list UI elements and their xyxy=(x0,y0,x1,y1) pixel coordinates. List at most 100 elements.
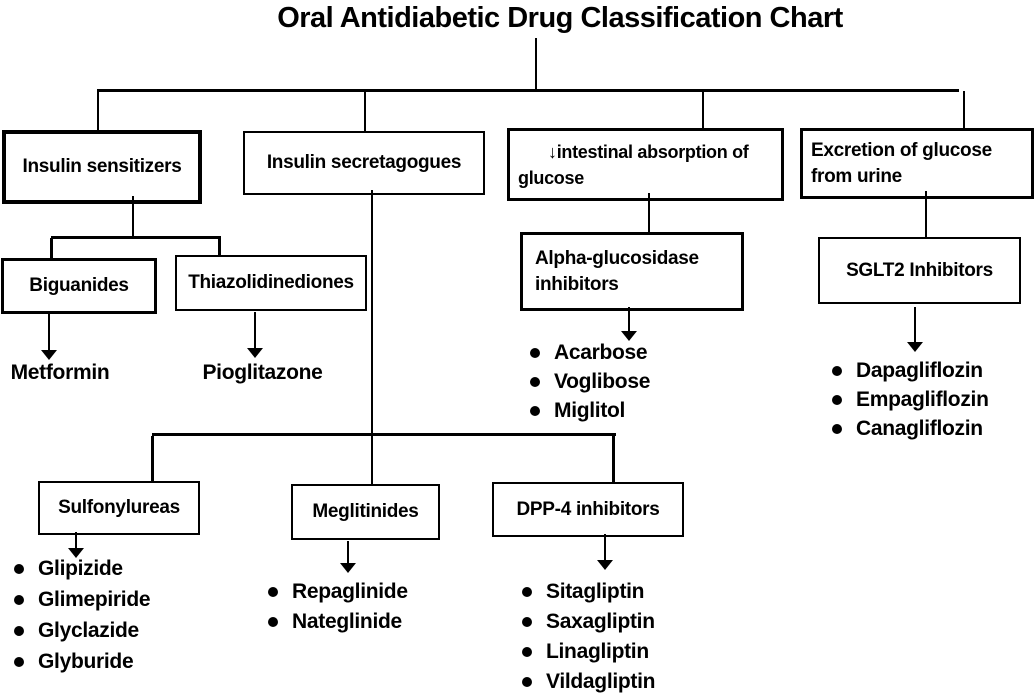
drug-name: Empagliflozin xyxy=(856,387,989,411)
connector-drop-absorption xyxy=(702,91,704,129)
list-item: Voglibose xyxy=(530,367,650,396)
box-alpha-glucosidase: Alpha-glucosidase inhibitors xyxy=(520,232,744,311)
box-label: Sulfonylureas xyxy=(58,497,180,518)
box-label: Thiazolidinediones xyxy=(188,272,354,293)
bullet-icon xyxy=(14,594,24,605)
bullet-icon xyxy=(832,423,842,434)
bullet-icon xyxy=(268,617,278,627)
list-item: Glyclazide xyxy=(14,615,150,646)
list-item: Sitagliptin xyxy=(522,577,655,607)
bullet-icon xyxy=(14,656,24,667)
box-biguanides: Biguanides xyxy=(1,258,157,314)
drug-name: Glyburide xyxy=(38,649,134,673)
list-item: Acarbose xyxy=(530,338,650,367)
box-label: ↓intestinal absorption of glucose xyxy=(518,141,749,188)
drug-name: Glyclazide xyxy=(38,618,139,642)
drug-name: Nateglinide xyxy=(292,610,402,633)
connector-drop-excretion xyxy=(963,91,965,129)
list-item: Saxagliptin xyxy=(522,607,655,637)
box-label: Excretion of glucose from urine xyxy=(811,139,992,187)
list-item: Dapagliflozin xyxy=(832,356,989,385)
drug-name: Repaglinide xyxy=(292,580,408,603)
connector-top-bar xyxy=(97,89,959,92)
box-sulfonylureas: Sulfonylureas xyxy=(38,481,200,535)
box-label: Biguanides xyxy=(29,275,129,296)
box-label: Meglitinides xyxy=(312,501,419,522)
drug-name: Linagliptin xyxy=(546,640,649,663)
drug-name: Voglibose xyxy=(554,369,651,393)
drug-name: Vildagliptin xyxy=(546,670,656,693)
drug-name: Glipizide xyxy=(38,556,123,580)
list-item: Canagliflozin xyxy=(832,414,989,443)
bullet-icon xyxy=(522,617,532,627)
connector-drop-thiazolidinediones xyxy=(218,238,221,256)
box-label: SGLT2 Inhibitors xyxy=(846,259,993,281)
list-item: Nateglinide xyxy=(268,607,408,637)
connector-drop-secretagogues xyxy=(364,91,366,132)
connector-secretagogues-stem xyxy=(371,190,373,486)
drug-name: Sitagliptin xyxy=(546,580,645,603)
connector-absorption-stem xyxy=(648,193,650,233)
drug-name: Acarbose xyxy=(554,340,648,364)
box-intestinal-absorption: ↓intestinal absorption of glucose xyxy=(507,128,784,201)
list-item: Vildagliptin xyxy=(522,667,655,697)
down-arrow-metformin xyxy=(41,314,57,360)
box-sglt2-inhibitors: SGLT2 Inhibitors xyxy=(818,237,1021,304)
bullet-icon xyxy=(832,365,842,376)
dpp4-drug-list: Sitagliptin Saxagliptin Linagliptin Vild… xyxy=(522,577,655,697)
drug-name: Canagliflozin xyxy=(856,416,983,440)
connector-sensitizers-bar xyxy=(51,236,221,239)
page-title: Oral Antidiabetic Drug Classification Ch… xyxy=(277,2,843,34)
bullet-icon xyxy=(530,405,540,416)
list-item: Repaglinide xyxy=(268,577,408,607)
box-excretion-urine: Excretion of glucose from urine xyxy=(800,128,1034,199)
connector-drop-sulfonylureas xyxy=(151,436,154,482)
box-dpp4-inhibitors: DPP-4 inhibitors xyxy=(492,482,684,537)
down-arrow-pioglitazone xyxy=(247,312,263,358)
box-meglitinides: Meglitinides xyxy=(291,484,440,540)
box-label: Insulin secretagogues xyxy=(266,152,462,173)
down-arrow-sulfonylureas xyxy=(68,532,84,558)
box-insulin-sensitizers: Insulin sensitizers xyxy=(2,130,202,204)
list-item: Miglitol xyxy=(530,396,650,425)
drug-name: Glimepiride xyxy=(38,587,151,611)
connector-drop-biguanides xyxy=(50,238,53,259)
bullet-icon xyxy=(14,625,24,636)
connector-sensitizers-stem xyxy=(132,196,134,237)
connector-title-stem xyxy=(535,38,537,91)
connector-secretagogues-bar xyxy=(152,433,616,436)
list-item: Empagliflozin xyxy=(832,385,989,414)
down-arrow-dpp4 xyxy=(597,534,613,570)
drug-name: Saxagliptin xyxy=(546,610,655,633)
box-thiazolidinediones: Thiazolidinediones xyxy=(175,255,367,311)
drug-name: Pioglitazone xyxy=(202,361,323,384)
connector-excretion-stem xyxy=(925,191,927,238)
box-insulin-secretagogues: Insulin secretagogues xyxy=(243,131,485,195)
bullet-icon xyxy=(530,347,540,358)
down-arrow-meglitinides xyxy=(340,541,356,573)
sglt2-drug-list: Dapagliflozin Empagliflozin Canagliflozi… xyxy=(832,356,989,443)
meglitinides-drug-list: Repaglinide Nateglinide xyxy=(268,577,408,637)
down-arrow-alpha-glucosidase xyxy=(621,307,637,341)
box-label: Insulin sensitizers xyxy=(22,156,182,177)
bullet-icon xyxy=(268,587,278,597)
alpha-glucosidase-drug-list: Acarbose Voglibose Miglitol xyxy=(530,338,650,425)
drug-name: Metformin xyxy=(10,361,110,384)
bullet-icon xyxy=(522,677,532,687)
bullet-icon xyxy=(14,563,24,574)
list-item: Glipizide xyxy=(14,553,150,584)
list-item: Glimepiride xyxy=(14,584,151,615)
drug-name: Miglitol xyxy=(554,398,626,422)
down-arrow-sglt2 xyxy=(907,307,923,352)
bullet-icon xyxy=(530,376,540,387)
list-item: Linagliptin xyxy=(522,637,655,667)
bullet-icon xyxy=(522,587,532,597)
drug-name: Dapagliflozin xyxy=(856,358,983,382)
sulfonylureas-drug-list: Glipizide Glimepiride Glyclazide Glyburi… xyxy=(14,553,151,677)
bullet-icon xyxy=(832,394,842,405)
box-label: Alpha-glucosidase inhibitors xyxy=(535,247,699,295)
connector-drop-sensitizers xyxy=(97,91,99,130)
box-label: DPP-4 inhibitors xyxy=(516,498,660,520)
list-item: Glyburide xyxy=(14,646,150,677)
